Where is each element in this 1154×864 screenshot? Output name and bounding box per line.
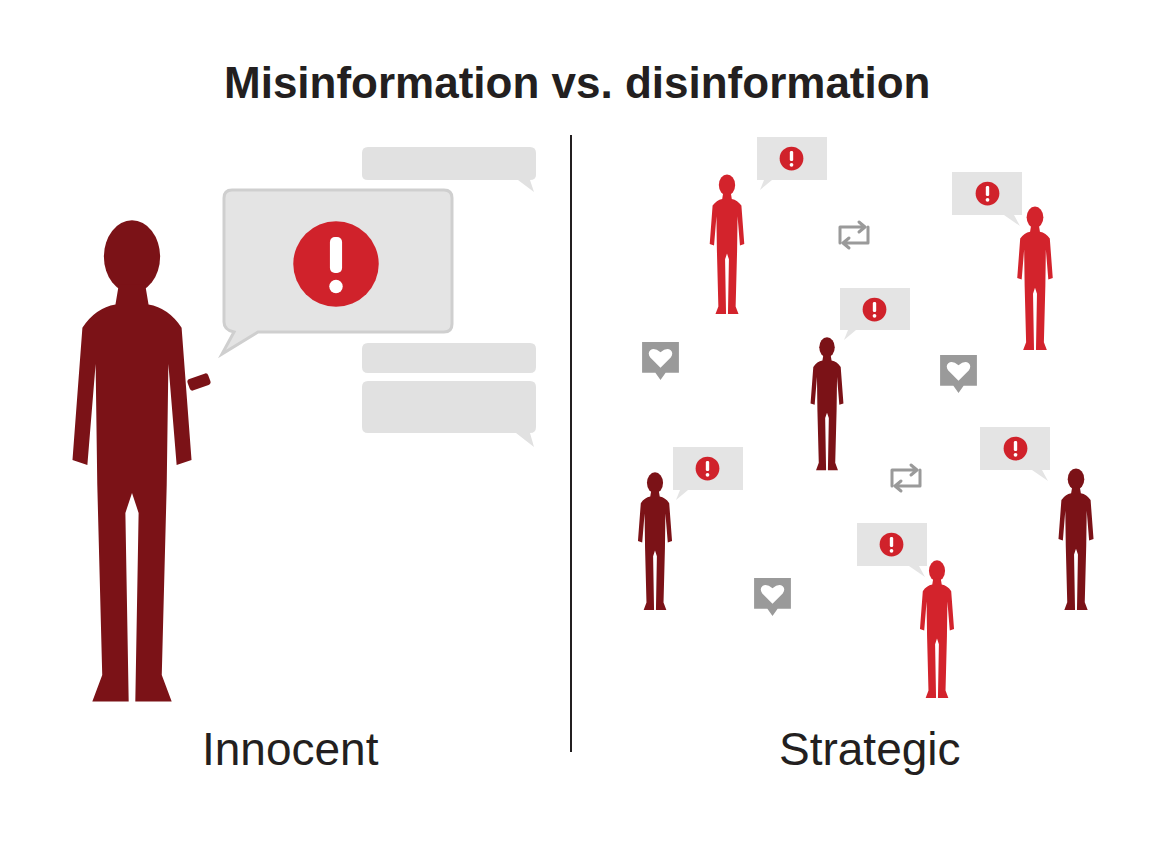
person-silhouette bbox=[811, 337, 844, 470]
phone bbox=[187, 373, 212, 392]
alert-bubble bbox=[757, 137, 827, 190]
alert-icon bbox=[1004, 437, 1028, 461]
reaction-icons bbox=[642, 222, 977, 616]
alert-bubble bbox=[857, 523, 927, 577]
alert-bubble bbox=[980, 427, 1050, 481]
person-silhouette bbox=[1017, 206, 1053, 350]
message-bubble bbox=[362, 381, 536, 447]
message-bubbles bbox=[222, 147, 536, 447]
crowd bbox=[638, 174, 1094, 698]
alert-icon bbox=[863, 298, 887, 322]
message-bubble bbox=[362, 343, 536, 373]
repost-icon bbox=[840, 222, 868, 248]
person-silhouette bbox=[920, 560, 954, 698]
diagram-title: Misinformation vs. disinformation bbox=[224, 58, 931, 108]
alert-icon bbox=[880, 533, 904, 557]
person-silhouette bbox=[1058, 468, 1093, 610]
person-silhouette bbox=[710, 174, 745, 314]
side-label: Innocent bbox=[202, 722, 378, 776]
alert-icon bbox=[293, 221, 379, 307]
alert-bubble bbox=[840, 288, 910, 340]
repost-icon bbox=[892, 465, 920, 491]
alert-icon bbox=[696, 457, 720, 481]
alert-icon bbox=[780, 147, 804, 171]
person-figure bbox=[72, 220, 211, 701]
side-label: Strategic bbox=[779, 722, 961, 776]
heart-icon bbox=[940, 355, 977, 393]
alert-icon bbox=[976, 182, 1000, 206]
person-silhouette bbox=[72, 220, 191, 701]
divider-line bbox=[570, 135, 572, 752]
heart-icon bbox=[754, 578, 791, 616]
alert-bubble bbox=[673, 447, 743, 500]
alert-bubble bbox=[952, 172, 1022, 226]
heart-icon bbox=[642, 342, 679, 380]
message-bubble bbox=[362, 147, 536, 192]
alert-bubbles bbox=[673, 137, 1050, 577]
person-silhouette bbox=[638, 472, 672, 610]
alert-bubble bbox=[222, 190, 452, 354]
